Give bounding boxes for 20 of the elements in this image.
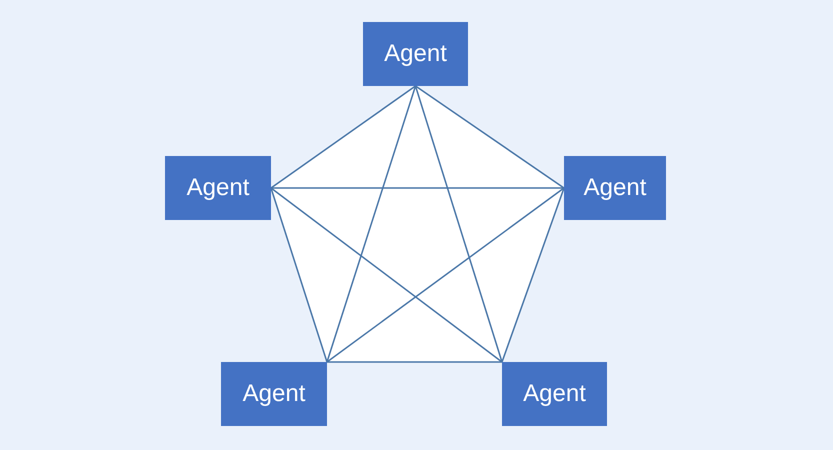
connector-line — [270, 85, 416, 189]
agent-label: Agent — [384, 40, 447, 68]
agent-box — [221, 362, 327, 426]
connector-line — [270, 188, 328, 362]
connector-line — [326, 187, 564, 363]
agent-label: Agent — [242, 380, 306, 408]
connector-line — [501, 188, 565, 362]
connector-line — [326, 86, 416, 362]
agent-label: Agent — [186, 174, 250, 202]
agent-box — [363, 22, 468, 86]
agent-box — [165, 156, 271, 220]
agent-box — [564, 156, 666, 220]
agent-box — [502, 362, 607, 426]
connector-line — [414, 86, 503, 362]
agent-label: Agent — [523, 380, 586, 408]
agent-label: Agent — [584, 174, 646, 202]
connector-line — [415, 85, 564, 189]
connector-line — [271, 187, 564, 189]
connector-line — [327, 361, 502, 363]
connector-line — [270, 187, 502, 363]
